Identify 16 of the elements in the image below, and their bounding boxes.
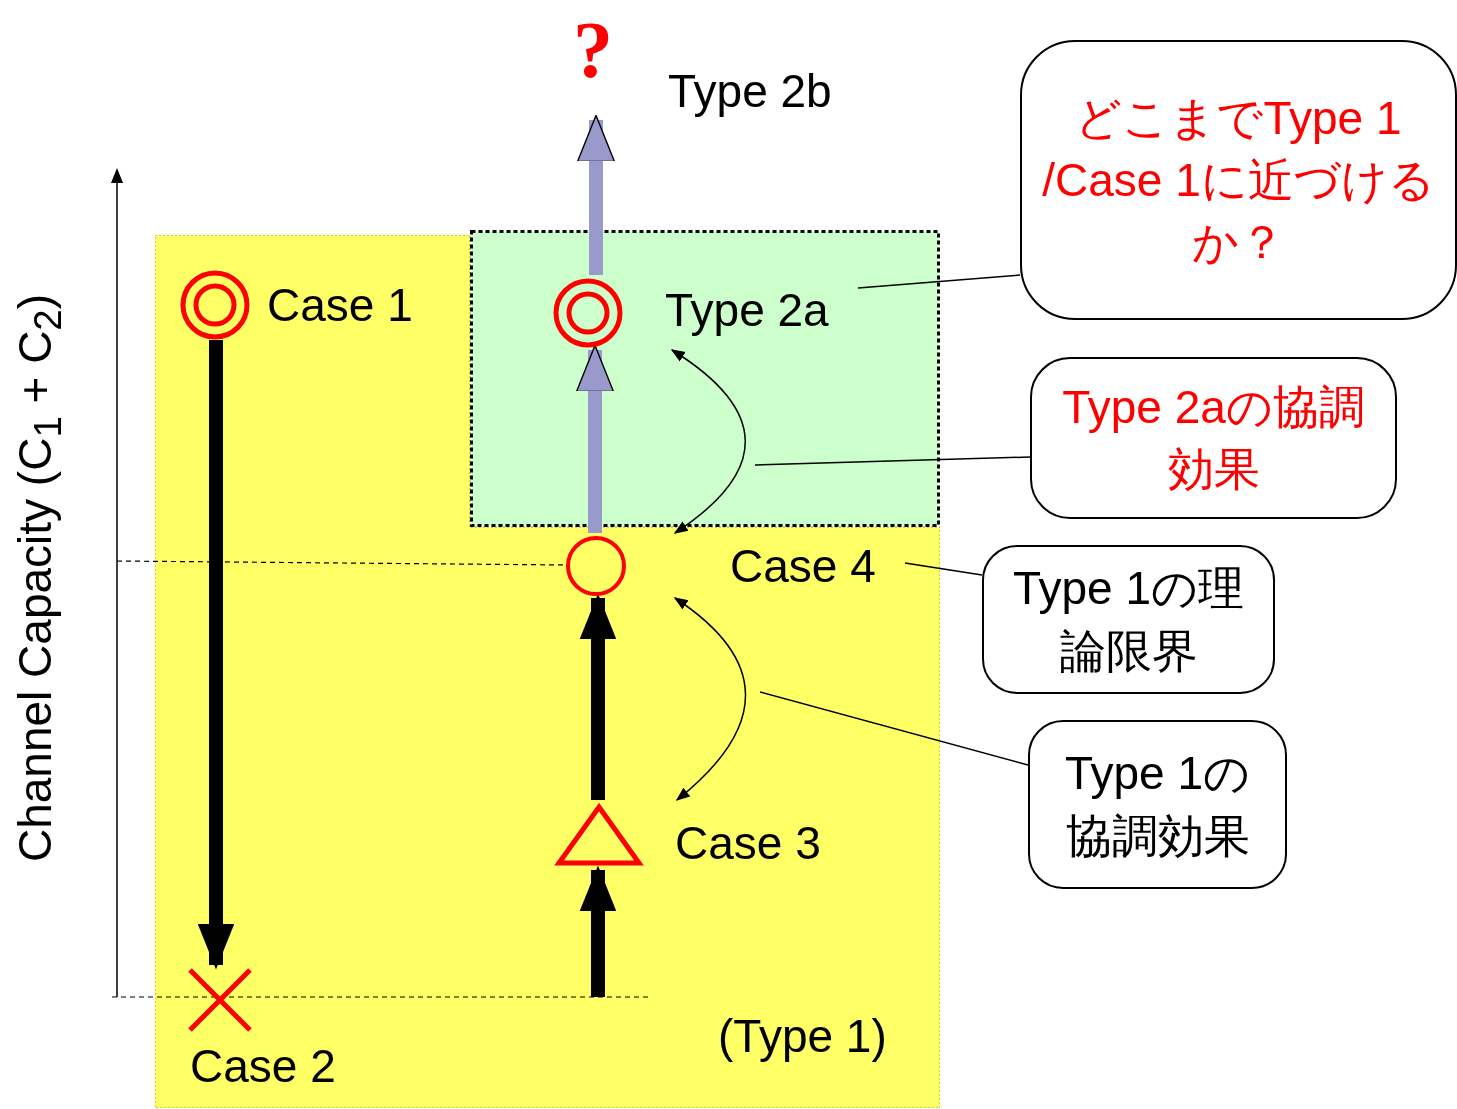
- symbol-label: Case 1: [267, 282, 413, 328]
- speech-bubble: どこまでType 1 /Case 1に近づけるか？: [1020, 40, 1457, 320]
- question-mark: ?: [573, 10, 613, 90]
- symbol-label: Case 3: [675, 820, 821, 866]
- arrow: [579, 593, 617, 800]
- arrow: [576, 114, 616, 275]
- arrow: [575, 344, 615, 533]
- speech-bubble: Type 1の協調効果: [1028, 720, 1287, 889]
- symbol-label: Case 2: [190, 1043, 336, 1089]
- speech-bubble: Type 1の理論限界: [982, 545, 1275, 694]
- arrow: [197, 340, 235, 970]
- arrow: [579, 865, 617, 997]
- speech-bubble: Type 2aの協調効果: [1030, 357, 1397, 519]
- symbol-label: Case 4: [730, 543, 876, 589]
- curved-arrow: [670, 349, 746, 534]
- curved-arrow: [673, 597, 747, 801]
